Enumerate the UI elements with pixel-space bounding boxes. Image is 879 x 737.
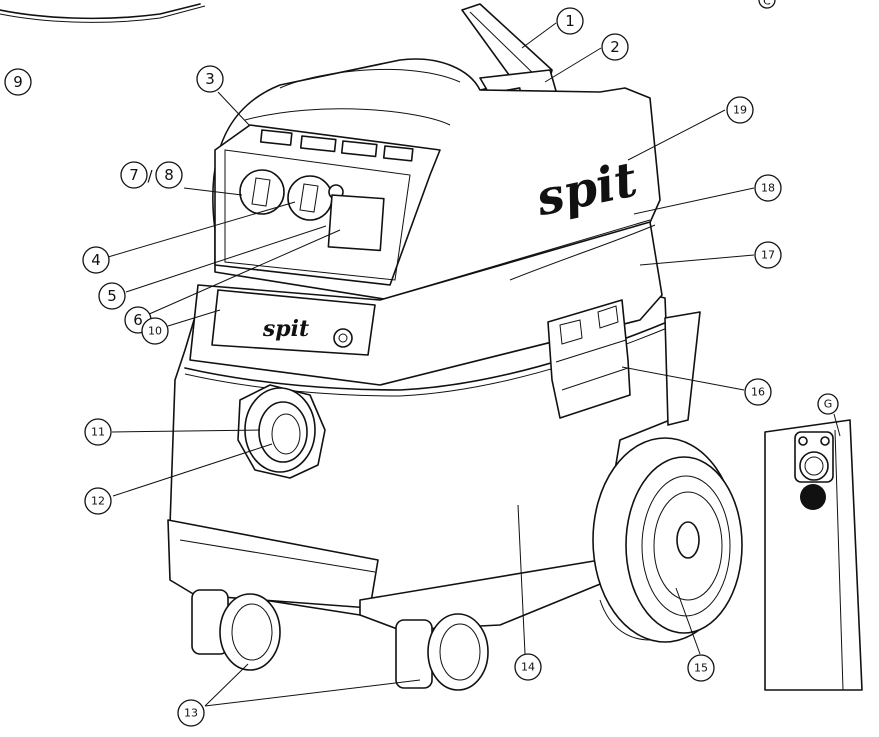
callout-C: C [758,0,776,9]
svg-text:8: 8 [164,166,174,184]
svg-text:14: 14 [521,661,535,674]
callout-16: 16 [744,378,772,406]
callout-17: 17 [754,241,782,269]
rear-wheel [592,437,743,643]
display-window [327,194,385,252]
callout-8: 8 [155,161,183,189]
svg-text:1: 1 [565,12,575,30]
svg-text:5: 5 [107,287,117,305]
castor-wheel-right [395,613,489,691]
svg-text:3: 3 [205,70,215,88]
castor-wheel-left [191,589,281,671]
callout-2: 2 [601,33,629,61]
svg-text:13: 13 [184,707,198,720]
socket-icon [333,328,353,348]
callout-10: 10 [141,317,169,345]
callout-separator: / [147,167,153,185]
callout-13: 13 [177,699,205,727]
callout-5: 5 [98,282,126,310]
callout-G: G [817,393,839,415]
control-panel [214,124,441,286]
svg-text:C: C [763,0,771,8]
bottom-bumper [167,519,379,609]
svg-text:2: 2 [610,38,620,56]
svg-text:15: 15 [694,662,708,675]
callout-12: 12 [84,487,112,515]
svg-text:19: 19 [733,104,747,117]
rear-post [664,311,701,426]
suction-inlet [237,384,326,479]
svg-text:18: 18 [761,182,775,195]
brand-plate: spit [211,289,376,356]
callout-19: 19 [726,96,754,124]
svg-text:12: 12 [91,495,105,508]
suction-power-dial [239,169,285,215]
callout-1: 1 [556,7,584,35]
filter-bag [764,419,863,691]
brand-logo-small: spit [262,316,309,342]
svg-text:G: G [824,398,833,411]
svg-text:9: 9 [13,73,23,91]
callout-3: 3 [196,65,224,93]
svg-text:6: 6 [133,311,143,329]
callout-7: 7 [120,161,148,189]
leader-lines [107,22,841,707]
svg-text:4: 4 [91,251,101,269]
svg-text:10: 10 [148,325,162,338]
svg-text:17: 17 [761,249,775,262]
svg-text:16: 16 [751,386,765,399]
svg-text:11: 11 [91,426,105,439]
callout-11: 11 [84,418,112,446]
callout-15: 15 [687,654,715,682]
bag-seal-dot [800,484,826,510]
side-handle [547,299,631,419]
function-selector-dial [287,175,333,221]
hose-fragment [0,3,201,20]
svg-text:7: 7 [129,166,139,184]
callout-4: 4 [82,246,110,274]
callout-14: 14 [514,653,542,681]
callout-18: 18 [754,174,782,202]
callout-9: 9 [4,68,32,96]
